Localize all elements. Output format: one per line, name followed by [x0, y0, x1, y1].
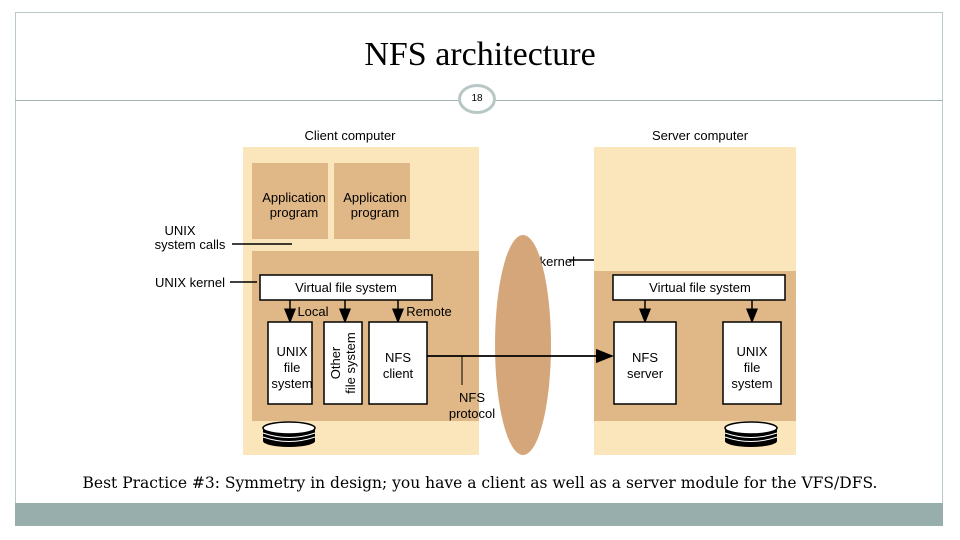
server-vfs-box	[612, 274, 786, 301]
nfs-protocol-line2: protocol	[449, 406, 495, 421]
slide-title: NFS architecture	[364, 36, 596, 73]
server-unix-fs-line1: UNIX	[736, 344, 767, 359]
other-fs-box	[323, 321, 363, 405]
slide-number: 18	[458, 84, 496, 114]
remote-label: Remote	[406, 304, 452, 319]
nfs-client-line2: client	[383, 366, 414, 381]
application-program-1-line1: Application	[262, 190, 326, 205]
local-label: Local	[297, 304, 328, 319]
unix-kernel-left-label: UNIX kernel	[155, 275, 225, 290]
nfs-protocol-ellipse	[495, 235, 551, 455]
nfs-server-box	[613, 321, 677, 405]
server-unix-fs-line2: file	[744, 360, 761, 375]
server-vfs-label: Virtual file system	[649, 280, 751, 295]
client-unix-fs-line2: file	[284, 360, 301, 375]
client-vfs-box	[259, 274, 433, 301]
best-practice-caption: Best Practice #3: Symmetry in design; yo…	[82, 474, 878, 492]
unix-system-calls-line1: UNIX	[164, 223, 195, 238]
other-fs-line1: Other	[328, 346, 343, 379]
footer-bar	[15, 503, 943, 526]
client-unix-fs-box	[267, 321, 313, 405]
title-rule-right	[496, 100, 943, 101]
application-program-1-box	[252, 163, 328, 239]
nfs-protocol-line1: NFS	[459, 390, 485, 405]
application-program-2-box	[334, 163, 410, 239]
other-fs-line2: file system	[343, 332, 358, 393]
application-program-1-line2: program	[270, 205, 318, 220]
server-computer-heading: Server computer	[652, 128, 749, 143]
nfs-client-box	[368, 321, 428, 405]
client-computer-heading: Client computer	[304, 128, 396, 143]
client-unix-fs-line3: system	[271, 376, 312, 391]
unix-system-calls-line2: system calls	[155, 237, 226, 252]
application-program-2-line1: Application	[343, 190, 407, 205]
server-disk-icon	[724, 421, 778, 447]
application-program-2-line2: program	[351, 205, 399, 220]
nfs-server-line2: server	[627, 366, 664, 381]
title-rule-left	[15, 100, 458, 101]
nfs-server-line1: NFS	[632, 350, 658, 365]
server-unix-fs-line3: system	[731, 376, 772, 391]
server-unix-fs-box	[722, 321, 782, 405]
nfs-client-line1: NFS	[385, 350, 411, 365]
client-unix-fs-line1: UNIX	[276, 344, 307, 359]
client-vfs-label: Virtual file system	[295, 280, 397, 295]
client-disk-icon	[262, 421, 316, 447]
